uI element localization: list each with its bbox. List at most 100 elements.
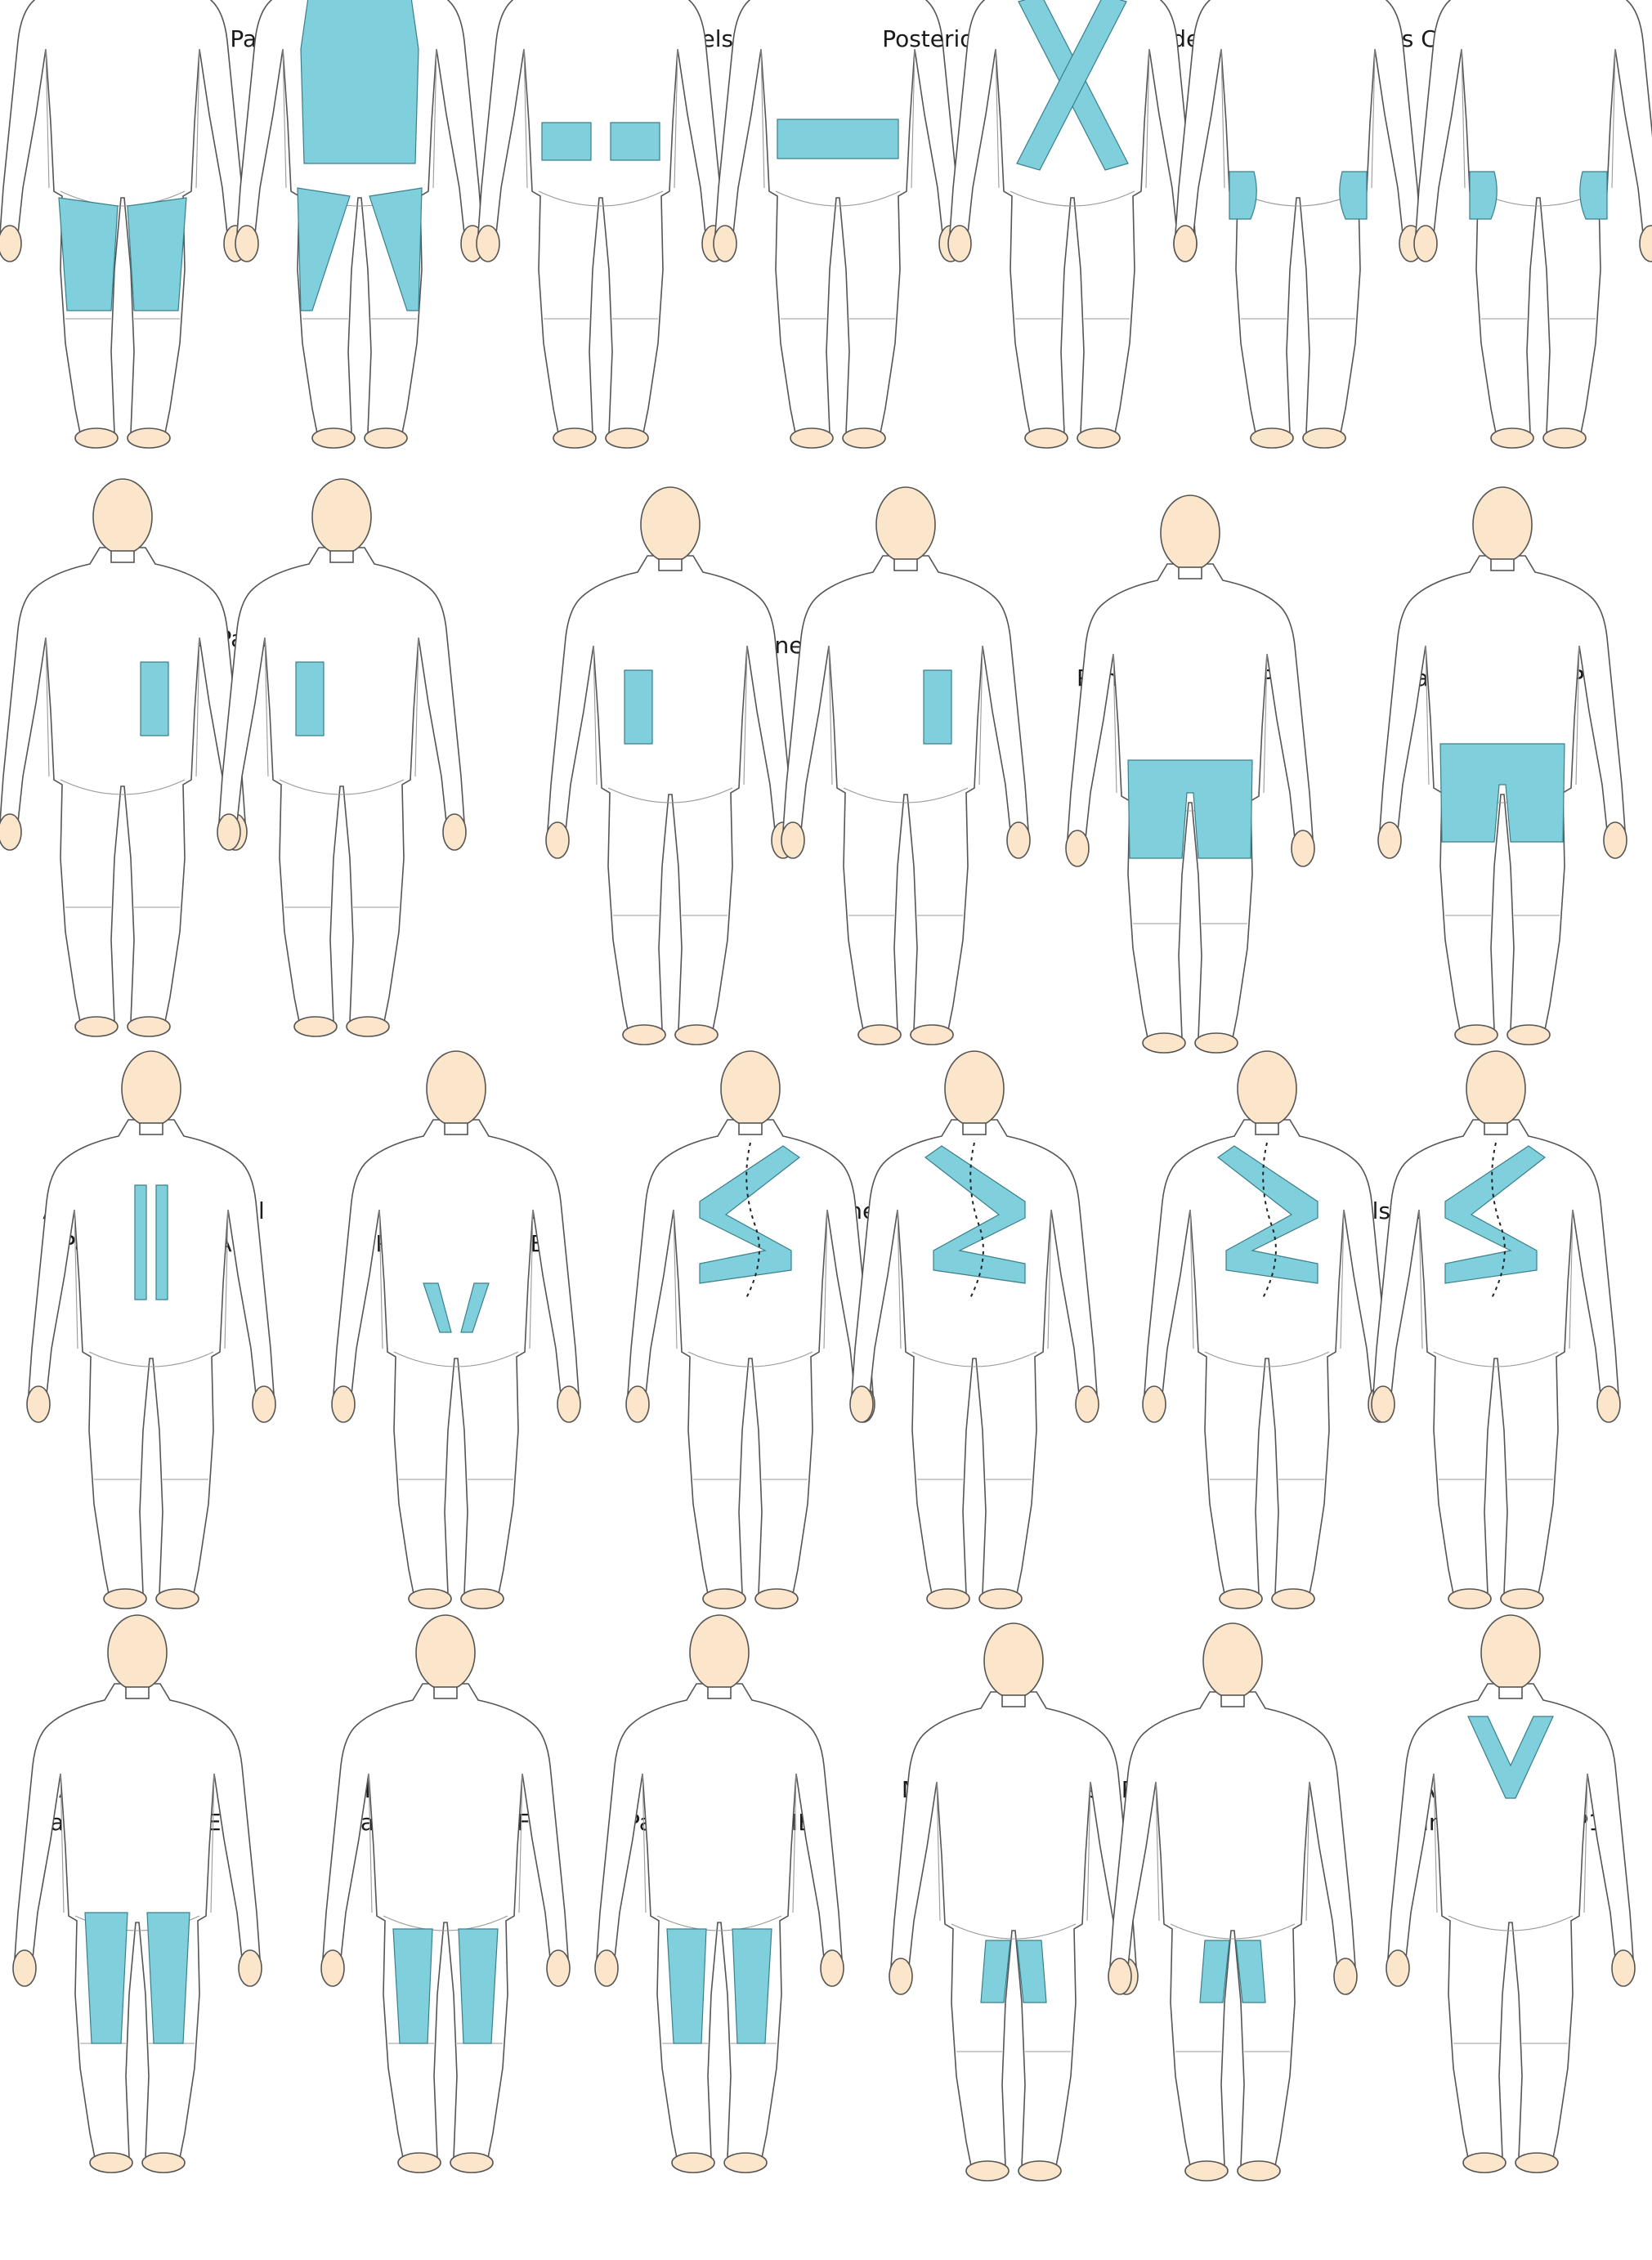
right-hand xyxy=(1075,1385,1099,1423)
left-arm-seam xyxy=(1155,1781,1160,1922)
left-hand xyxy=(849,1385,874,1423)
collar xyxy=(329,550,354,563)
head xyxy=(415,1614,476,1691)
compression-panel xyxy=(58,197,119,311)
head xyxy=(92,478,153,555)
compression-panel xyxy=(699,1145,801,1284)
right-arm-seam xyxy=(1305,1781,1310,1922)
body-figure xyxy=(545,486,795,1045)
figure-spl-2 xyxy=(781,486,1031,1045)
right-arm-seam xyxy=(529,1209,534,1349)
figure-lp-1 xyxy=(476,0,726,449)
left-hand xyxy=(0,225,22,262)
left-arm-seam xyxy=(673,1209,678,1349)
compression-panel xyxy=(980,1940,1011,2003)
compression-panel xyxy=(295,661,325,736)
figure-bp-1 xyxy=(331,1050,581,1609)
left-arm-seam xyxy=(368,1773,373,1913)
left-foot xyxy=(857,1024,902,1045)
right-hand xyxy=(1603,821,1627,859)
compression-panel xyxy=(666,1928,707,2044)
bodysuit-outline xyxy=(333,1119,580,1595)
compression-panel xyxy=(155,1184,168,1300)
figure-hp-1 xyxy=(1173,0,1423,449)
compression-panel xyxy=(1339,171,1368,220)
figure-ulm-1 xyxy=(889,1622,1139,2182)
left-foot xyxy=(553,427,597,449)
bodysuit-outline xyxy=(28,1119,275,1595)
left-hand xyxy=(1142,1385,1166,1423)
head xyxy=(689,1614,750,1691)
compression-panel xyxy=(732,1928,772,2044)
left-arm-seam xyxy=(1418,1209,1423,1349)
right-foot xyxy=(460,1588,504,1609)
bodysuit-outline xyxy=(714,0,961,434)
compression-panel xyxy=(300,0,419,164)
groin-seam xyxy=(775,190,901,207)
left-arm-seam xyxy=(1113,653,1117,794)
right-foot xyxy=(155,1588,199,1609)
figure-he-1 xyxy=(594,1614,844,2173)
left-arm-seam xyxy=(642,1773,647,1913)
left-arm-seam xyxy=(828,645,833,785)
compression-panel xyxy=(1016,1940,1047,2003)
spine-curve-line xyxy=(1490,1142,1506,1300)
body-figure xyxy=(1371,1050,1621,1609)
collar xyxy=(125,1686,150,1699)
right-hand xyxy=(557,1385,581,1423)
compression-panel xyxy=(1127,759,1253,859)
left-arm-seam xyxy=(523,48,528,189)
compression-panel xyxy=(1216,1145,1318,1284)
left-foot xyxy=(89,2152,133,2173)
figure-sp-1 xyxy=(0,0,248,449)
left-arm-seam xyxy=(1433,1773,1438,1913)
right-foot xyxy=(1302,427,1346,449)
spine-curve-line xyxy=(969,1142,984,1300)
groin-seam xyxy=(279,779,405,795)
left-foot xyxy=(702,1588,746,1609)
compression-panel xyxy=(392,1928,433,2044)
body-figure xyxy=(331,1050,581,1609)
left-foot xyxy=(1142,1032,1186,1054)
right-hand xyxy=(238,1949,262,1987)
right-foot xyxy=(1077,427,1121,449)
body-figure xyxy=(0,0,248,449)
right-arm-seam xyxy=(518,1773,523,1913)
right-arm-seam xyxy=(195,48,200,189)
bodysuit-outline xyxy=(851,1119,1098,1595)
figure-app-1 xyxy=(1065,495,1315,1054)
head xyxy=(720,1050,781,1127)
head xyxy=(983,1622,1044,1699)
left-foot xyxy=(1250,427,1294,449)
groin-seam xyxy=(393,1351,519,1367)
body-figure xyxy=(476,0,726,449)
bodysuit-outline xyxy=(1379,555,1626,1031)
compression-panel xyxy=(1016,0,1127,171)
spine-curve-line xyxy=(745,1142,760,1300)
bodysuit-outline xyxy=(477,0,724,434)
head xyxy=(426,1050,486,1127)
left-hand xyxy=(889,1958,913,1995)
right-arm-seam xyxy=(911,48,916,189)
compression-panel xyxy=(369,187,423,311)
collar xyxy=(110,550,135,563)
figure-spr-2 xyxy=(1371,1050,1621,1609)
bodysuit-outline xyxy=(547,555,794,1031)
figure-sp-2 xyxy=(235,0,485,449)
right-foot xyxy=(127,427,171,449)
left-foot xyxy=(622,1024,666,1045)
left-hand xyxy=(320,1949,345,1987)
left-foot xyxy=(1184,2160,1229,2182)
collar xyxy=(1255,1122,1279,1135)
right-foot xyxy=(605,427,649,449)
right-foot xyxy=(1018,2160,1062,2182)
bodysuit-outline xyxy=(1109,1691,1356,2167)
body-figure xyxy=(320,1614,571,2173)
compression-panel xyxy=(140,661,169,736)
compression-panel xyxy=(297,187,351,311)
right-foot xyxy=(450,2152,494,2173)
left-arm-seam xyxy=(593,645,598,785)
figure-hp-2 xyxy=(1413,0,1652,449)
compression-panel xyxy=(146,1912,190,2044)
body-figure xyxy=(1377,486,1627,1045)
